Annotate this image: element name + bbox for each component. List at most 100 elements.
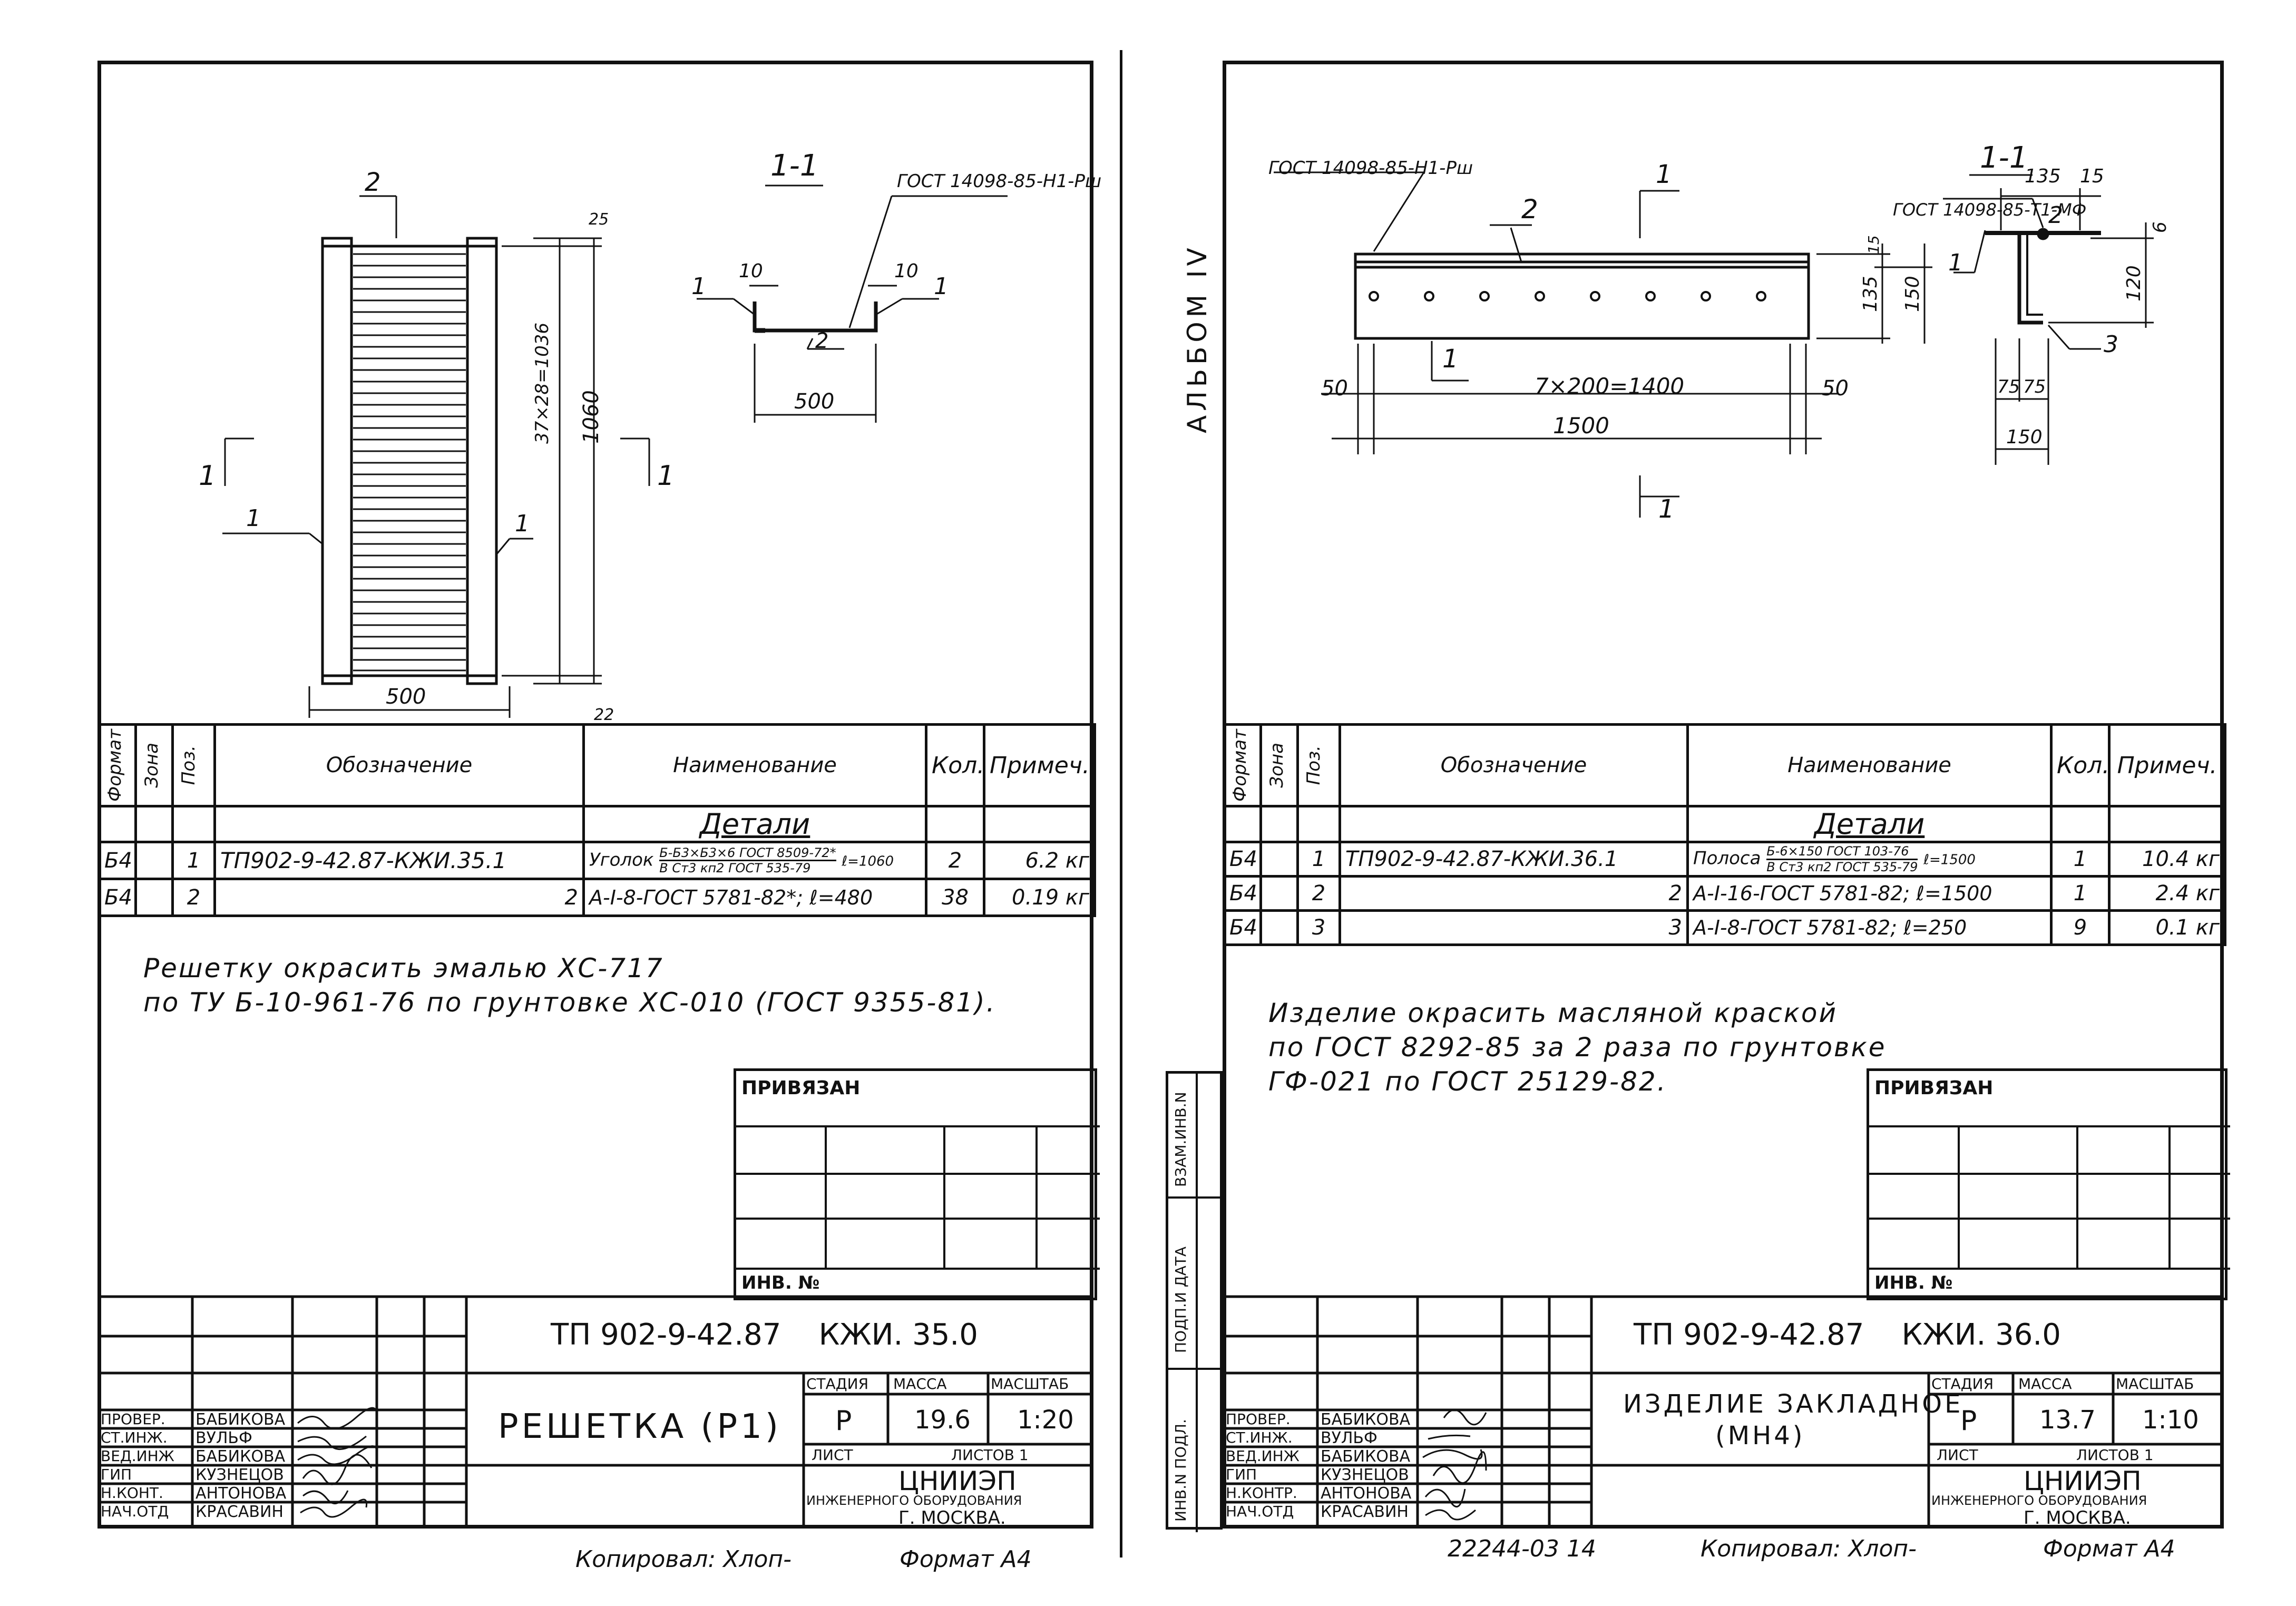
inv-no-label: ИНВ. № [1874, 1272, 1953, 1293]
role-6: НАЧ.ОТД [101, 1503, 169, 1520]
right-note-line-3: ГФ-021 по ГОСТ 25129-82. [1268, 1066, 1667, 1097]
section-dim-10b: 10 [894, 260, 919, 282]
left-spec-table: Формат Зона Поз. Обозначение Наименовани… [97, 723, 1096, 917]
right-note-line-1: Изделие окрасить масляной краской [1268, 998, 1838, 1028]
role-4: ГИП [101, 1466, 132, 1483]
grate-leader-2-label: 2 [365, 168, 381, 197]
role-3: ВЕД.ИНЖ [1226, 1447, 1300, 1465]
name-6: КРАСАВИН [196, 1503, 284, 1521]
role-4: ГИП [1226, 1466, 1257, 1483]
name-1: БАБИКОВА [1321, 1410, 1411, 1429]
name-3: БАБИКОВА [1321, 1447, 1411, 1466]
role-1: ПРОВЕР. [1226, 1410, 1291, 1428]
role-6: НАЧ.ОТД [1226, 1503, 1294, 1520]
name-1: БАБИКОВА [196, 1410, 286, 1429]
spec-name-bottom: В Ст3 кп2 ГОСТ 535-79 [659, 861, 811, 875]
dim-15-left: 15 [1865, 235, 1882, 254]
name-3: БАБИКОВА [196, 1447, 286, 1466]
sheet-header: ЛИСТ [812, 1446, 853, 1464]
section-label-1-right: 1 [1948, 249, 1963, 276]
sheet-title-line-2: (МН4) [1715, 1421, 1805, 1451]
dim-135-top: 135 [2025, 166, 2061, 187]
left-privyazan-block: ПРИВЯЗАН ИНВ. № [734, 1068, 1100, 1300]
spec-name-len: ℓ=1060 [842, 853, 894, 869]
section-title-1-1-right: 1-1 [1980, 141, 2028, 175]
right-footer-format: Формат А4 [2043, 1535, 2175, 1562]
left-drawing: 2 1-1 ГОСТ 14098-85-Н1-Рш 10 10 1 1 2 50… [101, 64, 1101, 724]
section-label-3-right: 3 [2104, 331, 2118, 358]
spec-name-len: ℓ=1500 [1923, 852, 1976, 868]
spec-header-zone: Зона [1259, 723, 1299, 807]
right-note-line-2: по ГОСТ 8292-85 за 2 раза по грунтовке [1268, 1032, 1887, 1063]
sheet-divider [1120, 50, 1122, 1558]
dim-25: 25 [589, 210, 609, 229]
mass-value: 19.6 [914, 1405, 971, 1435]
spec-header-pos: Поз. [171, 723, 216, 807]
dim-150-left: 150 [1902, 276, 1923, 312]
role-5: Н.КОНТР. [1226, 1484, 1297, 1502]
spec-header-note: Примеч. [2108, 723, 2226, 807]
dim-15-top: 15 [2080, 166, 2104, 187]
spec-header-designation: Обозначение [213, 723, 585, 807]
spec-name-main: Полоса [1693, 848, 1761, 869]
left-title-block: ТП 902-9-42.87 КЖИ. 35.0 РЕШЕТКА (Р1) СТ… [97, 1295, 1093, 1529]
org-line-2: ИНЖЕНЕРНОГО ОБОРУДОВАНИЯ [806, 1493, 1022, 1508]
right-footer-number: 22244-03 14 [1448, 1535, 1596, 1562]
sheets-header: ЛИСТОВ 1 [2076, 1446, 2154, 1464]
stage-header: СТАДИЯ [806, 1375, 869, 1393]
album-label: АЛЬБОМ IV [1182, 244, 1213, 433]
section-dim-10a: 10 [739, 260, 763, 282]
mass-header: МАССА [893, 1375, 947, 1393]
dim-total-height: 1060 [579, 390, 603, 444]
stage-value: Р [1960, 1405, 1977, 1437]
leader-2-label: 2 [1521, 194, 1538, 225]
spec-header-qty: Кол. [2050, 723, 2111, 807]
right-spec-table: Формат Зона Поз. Обозначение Наименовани… [1223, 723, 2226, 946]
sheet-title-line-1: ИЗДЕЛИЕ ЗАКЛАДНОЕ [1623, 1389, 1963, 1419]
role-3: ВЕД.ИНЖ [101, 1447, 174, 1465]
spec-header-pos: Поз. [1296, 723, 1341, 807]
scale-value: 1:20 [1017, 1405, 1074, 1435]
spec-header-note: Примеч. [983, 723, 1096, 807]
spec-name-main: Уголок [589, 849, 654, 870]
dim-pitch: 7×200=1400 [1535, 373, 1685, 399]
name-6: КРАСАВИН [1321, 1503, 1409, 1521]
right-sheet: АЛЬБОМ IV [1166, 61, 2230, 1561]
privyazan-label: ПРИВЯЗАН [741, 1077, 861, 1099]
spec-group-label: Детали [582, 805, 927, 843]
dim-22: 22 [594, 706, 614, 724]
stage-value: Р [835, 1405, 852, 1437]
spec-row: Б4 3 3 А-I-8-ГОСТ 5781-82; ℓ=250 9 0.1 к… [1223, 909, 2226, 946]
inv-no-label: ИНВ. № [741, 1272, 820, 1293]
spec-header-name: Наименование [582, 723, 927, 807]
org-name: ЦНИИЭП [2024, 1466, 2142, 1496]
left-note-line-2: по ТУ Б-10-961-76 по грунтовке ХС-010 (Г… [143, 987, 996, 1018]
section-dim-500: 500 [794, 390, 835, 414]
spec-name-top: Б-6×150 ГОСТ 103-76 [1766, 845, 1918, 860]
grate-label-1a: 1 [246, 505, 261, 532]
signatures [1422, 1409, 1487, 1521]
leader-1-label: 1 [1442, 344, 1459, 374]
spec-name-bottom: В Ст3 кп2 ГОСТ 535-79 [1766, 859, 1918, 874]
left-footer-copy: Копировал: Хлоп- [575, 1546, 792, 1573]
dim-150-bottom: 150 [2006, 426, 2043, 448]
left-footer-format: Формат А4 [900, 1546, 1032, 1573]
right-footer-copy: Копировал: Хлоп- [1701, 1535, 1917, 1562]
doc-code: ТП 902-9-42.87 КЖИ. 36.0 [1634, 1318, 2061, 1352]
scale-value: 1:10 [2142, 1405, 2199, 1435]
dim-1500: 1500 [1553, 413, 1609, 439]
stage-header: СТАДИЯ [1931, 1375, 1994, 1393]
grate-drawing-svg [222, 184, 1008, 718]
right-privyazan-block: ПРИВЯЗАН ИНВ. № [1867, 1068, 2230, 1300]
org-city: Г. МОСКВА. [898, 1507, 1006, 1529]
dim-50-left: 50 [1321, 376, 1348, 401]
role-2: СТ.ИНЖ. [1226, 1429, 1293, 1446]
section-label-1a: 1 [691, 273, 706, 300]
left-note-line-1: Решетку окрасить эмалью ХС-717 [143, 953, 664, 984]
section-gost-note: ГОСТ 14098-85-Т1-МФ [1893, 200, 2087, 220]
gost-top-note: ГОСТ 14098-85-Н1-Рш [1268, 158, 1473, 179]
spec-row: Б4 1 ТП902-9-42.87-КЖИ.36.1 Полоса Б-6×1… [1223, 841, 2226, 878]
sheet-title: РЕШЕТКА (Р1) [498, 1407, 781, 1446]
dim-120: 120 [2123, 265, 2145, 301]
role-2: СТ.ИНЖ. [101, 1429, 168, 1446]
